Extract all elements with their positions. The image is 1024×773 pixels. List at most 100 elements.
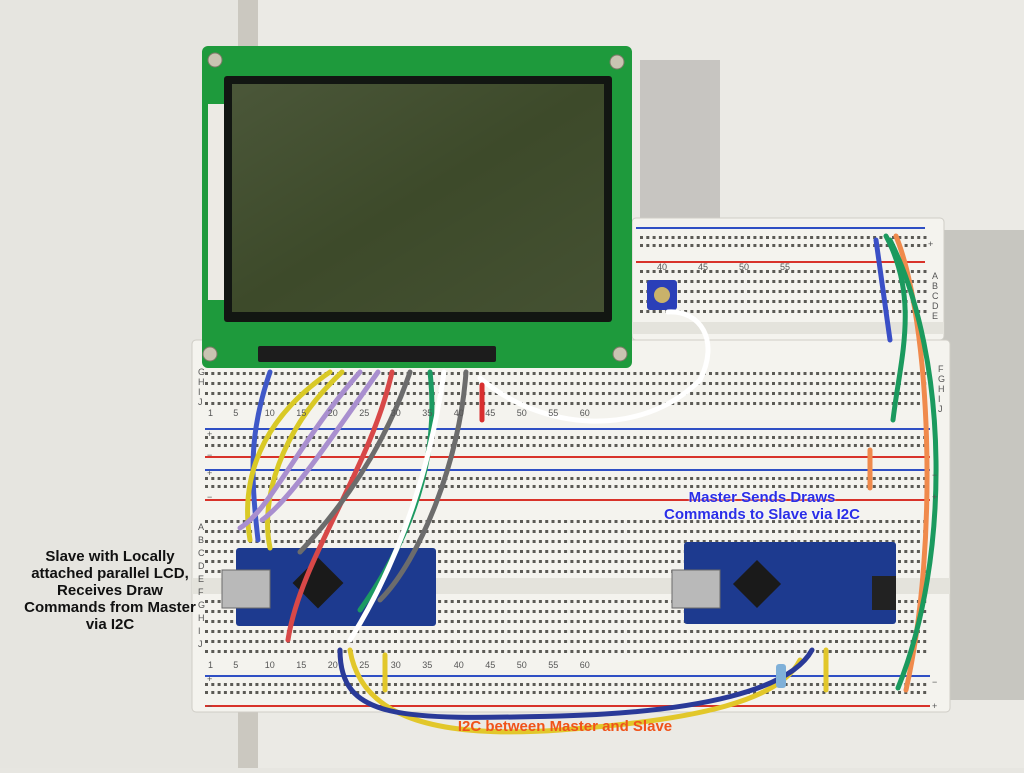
breadboard-hole [627, 436, 631, 439]
breadboard-hole [551, 630, 555, 633]
breadboard-hole [280, 630, 284, 633]
breadboard-hole [721, 540, 725, 543]
breadboard-hole [766, 270, 769, 273]
breadboard-hole [715, 485, 719, 488]
breadboard-hole [368, 402, 372, 405]
breadboard-hole [601, 372, 605, 375]
breadboard-hole [810, 280, 814, 283]
breadboard-hole [293, 436, 297, 439]
breadboard-hole [532, 600, 536, 603]
breadboard-hole [677, 436, 681, 439]
breadboard-hole [891, 691, 895, 694]
breadboard-hole [835, 372, 838, 375]
breadboard-hole [753, 650, 757, 653]
breadboard-hole [803, 477, 807, 480]
breadboard-hole [879, 236, 883, 239]
breadboard-hole [583, 683, 586, 686]
breadboard-hole [658, 310, 662, 313]
breadboard-hole [721, 683, 725, 686]
breadboard-hole [734, 382, 738, 385]
breadboard-hole [633, 630, 637, 633]
breadboard-label: 1 [208, 408, 213, 418]
breadboard-hole [917, 270, 921, 273]
breadboard-hole [715, 310, 719, 313]
breadboard-hole [589, 540, 593, 543]
breadboard-hole [620, 392, 624, 395]
breadboard-hole [671, 540, 675, 543]
breadboard-hole [576, 382, 580, 385]
breadboard-hole [286, 650, 290, 653]
breadboard-hole [916, 444, 920, 447]
breadboard-hole [280, 436, 284, 439]
breadboard-hole [664, 520, 668, 523]
breadboard-hole [835, 520, 838, 523]
breadboard-hole [853, 691, 857, 694]
breadboard-hole [916, 640, 920, 643]
breadboard-hole [879, 310, 883, 313]
breadboard-hole [709, 530, 712, 533]
breadboard-hole [223, 444, 227, 447]
breadboard-hole [356, 520, 360, 523]
breadboard-hole [526, 691, 530, 694]
breadboard-hole [299, 540, 303, 543]
breadboard-hole [444, 392, 448, 395]
breadboard-hole [223, 620, 227, 623]
breadboard-hole [696, 402, 700, 405]
breadboard-hole [494, 530, 498, 533]
breadboard-hole [425, 691, 429, 694]
breadboard-label: 40 [454, 660, 464, 670]
breadboard-hole [255, 477, 259, 480]
breadboard-hole [646, 477, 649, 480]
breadboard-hole [299, 683, 303, 686]
breadboard-hole [576, 640, 580, 643]
breadboard-hole [450, 570, 454, 573]
breadboard-hole [690, 270, 694, 273]
breadboard-hole [841, 444, 845, 447]
breadboard-hole [753, 530, 757, 533]
breadboard-hole [438, 620, 442, 623]
breadboard-hole [671, 444, 675, 447]
breadboard-hole [362, 372, 366, 375]
breadboard-hole [652, 310, 656, 313]
breadboard-hole [494, 520, 498, 523]
breadboard-hole [280, 520, 284, 523]
breadboard-hole [601, 620, 605, 623]
breadboard-hole [576, 392, 580, 395]
breadboard-hole [520, 520, 523, 523]
breadboard-hole [847, 477, 851, 480]
breadboard-hole [601, 640, 605, 643]
breadboard-hole [545, 392, 549, 395]
breadboard-hole [444, 640, 448, 643]
breadboard-hole [702, 402, 706, 405]
breadboard-hole [438, 477, 442, 480]
breadboard-hole [828, 530, 832, 533]
breadboard-label: − [207, 701, 212, 711]
breadboard-hole [513, 485, 517, 488]
breadboard-hole [450, 610, 454, 613]
arduino-nano-master [684, 542, 896, 624]
breadboard-hole [482, 683, 486, 686]
breadboard-hole [646, 236, 650, 239]
breadboard-hole [412, 392, 416, 395]
breadboard-hole [753, 520, 757, 523]
breadboard-hole [608, 520, 612, 523]
breadboard-hole [690, 691, 694, 694]
breadboard-hole [703, 280, 706, 283]
breadboard-hole [828, 444, 832, 447]
breadboard-hole [488, 570, 492, 573]
breadboard-hole [494, 630, 498, 633]
breadboard-hole [387, 640, 391, 643]
breadboard-hole [640, 290, 643, 293]
breadboard-hole [721, 477, 725, 480]
breadboard-hole [425, 402, 429, 405]
breadboard-hole [860, 540, 864, 543]
breadboard-hole [601, 560, 605, 563]
microcontroller-chip [292, 557, 344, 609]
breadboard-hole [658, 691, 662, 694]
icsp-header [872, 576, 896, 610]
breadboard-hole [784, 310, 788, 313]
breadboard-hole [362, 402, 366, 405]
breadboard-hole [293, 392, 297, 395]
breadboard-hole [766, 280, 769, 283]
breadboard-hole [223, 610, 227, 613]
